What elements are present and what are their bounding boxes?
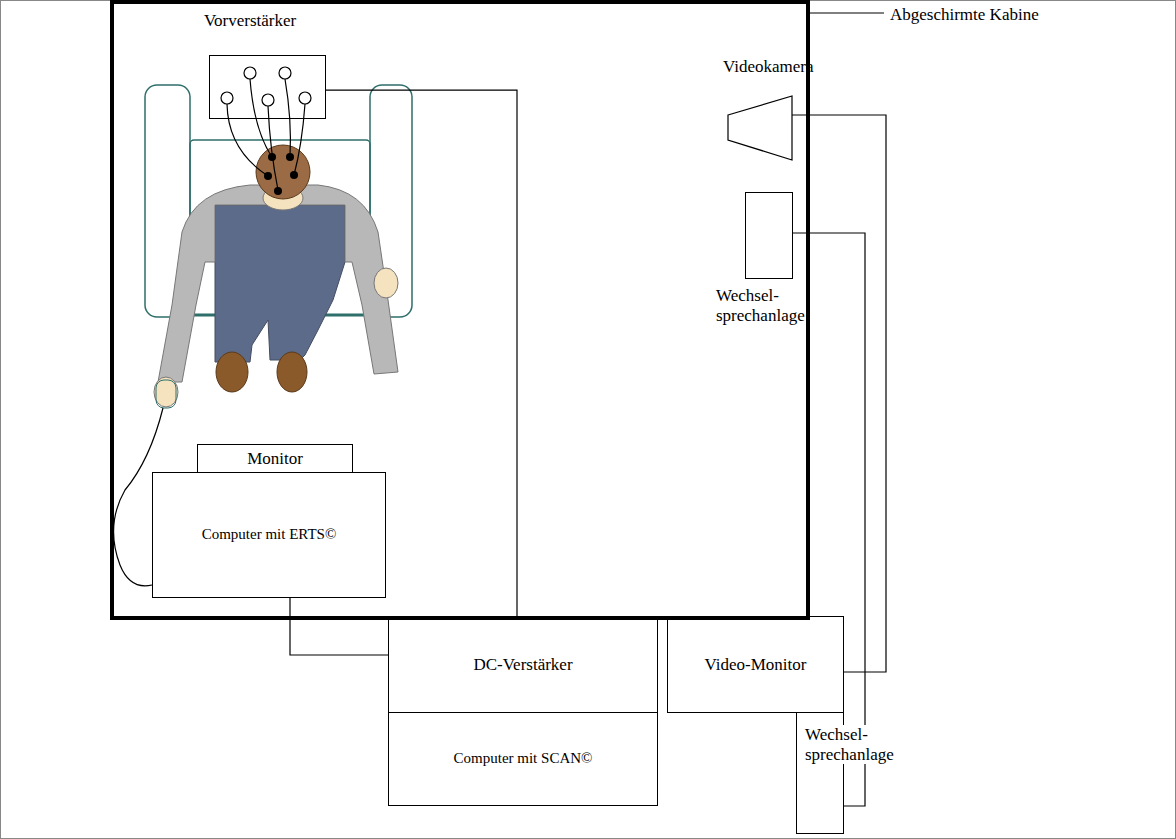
computer-box: Computer mit ERTS©: [152, 472, 386, 598]
mouse: [156, 380, 176, 408]
intercom-box: Wechsel- sprechanlage: [796, 712, 844, 834]
amplifier-box: DC-Verstärker: [388, 616, 658, 713]
camera-outline: [728, 96, 792, 160]
shielded-cabin: Abgeschirmte KabineVorverstärkerVideokam…: [110, 0, 810, 620]
cable: [290, 598, 388, 655]
node-label: Computer mit ERTS©: [202, 526, 337, 543]
node-label: Video-Monitor: [705, 655, 807, 675]
node-label: Wechsel- sprechanlage: [716, 286, 816, 325]
video-monitor-box: Video-Monitor: [667, 616, 844, 713]
head: [256, 145, 310, 199]
camera-shape: [727, 95, 793, 161]
node-label: Vorverstärker: [204, 11, 296, 31]
mouse-cable: [114, 408, 163, 586]
node-label: Computer mit SCAN©: [454, 750, 593, 767]
node-label: Wechsel- sprechanlage: [803, 725, 907, 764]
hand: [374, 268, 398, 298]
trousers: [215, 205, 345, 362]
electrodes: [264, 153, 298, 195]
preamplifier-box: Vorverstärker: [209, 55, 326, 119]
shoe: [216, 352, 248, 392]
cable: [326, 90, 517, 616]
shirt: [158, 185, 398, 382]
node-label: DC-Verstärker: [473, 655, 572, 675]
node-label: Monitor: [247, 449, 303, 469]
shoe: [277, 352, 307, 392]
video-camera: Videokamera: [727, 95, 793, 161]
leader-line: [810, 13, 884, 14]
hand: [154, 377, 178, 407]
node-label: Abgeschirmte Kabine: [890, 5, 1039, 25]
node-label: Videokamera: [723, 57, 814, 77]
preamp-sockets: [221, 67, 311, 106]
computer-box: Computer mit SCAN©: [388, 712, 658, 806]
monitor-box: Monitor: [197, 444, 353, 473]
intercom-box: Wechsel- sprechanlage: [745, 192, 793, 279]
electrode-wires: [227, 79, 305, 190]
